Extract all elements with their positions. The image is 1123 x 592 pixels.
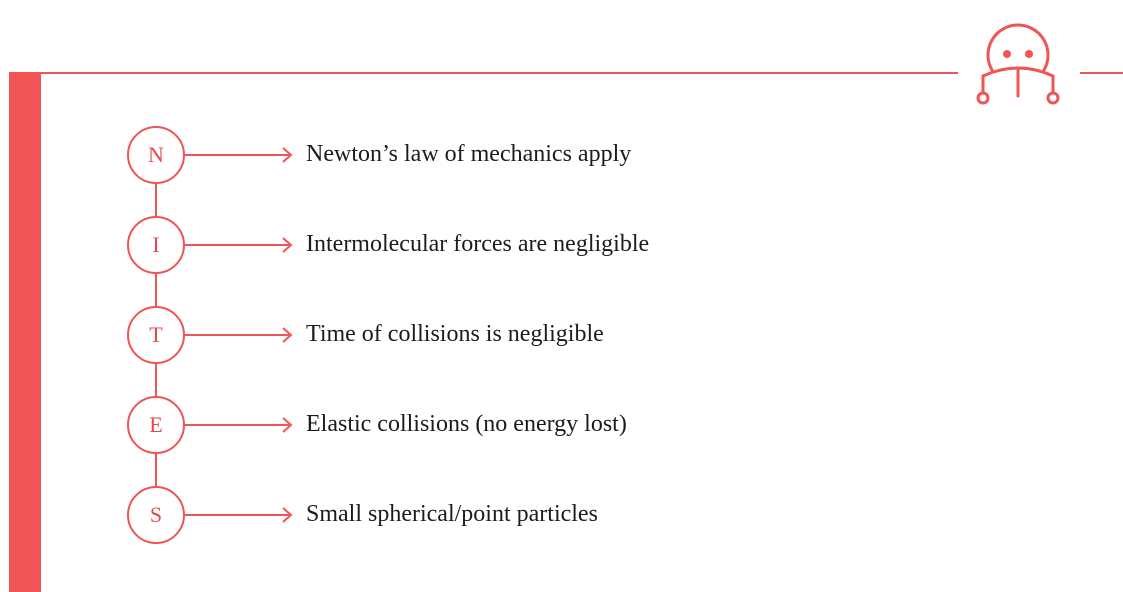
right-arrow-icon bbox=[185, 417, 293, 433]
right-arrow-icon bbox=[185, 327, 293, 343]
item-text: Newton’s law of mechanics apply bbox=[306, 141, 632, 167]
right-arrow-icon bbox=[185, 507, 293, 523]
letter-circle: T bbox=[127, 306, 185, 364]
letter-circle: I bbox=[127, 216, 185, 274]
person-reading-book-icon bbox=[976, 23, 1060, 105]
letter-circle: S bbox=[127, 486, 185, 544]
list-item: N Newton’s law of mechanics apply bbox=[127, 126, 827, 184]
item-text: Elastic collisions (no energy lost) bbox=[306, 411, 627, 437]
item-text: Small spherical/point particles bbox=[306, 501, 598, 527]
list-item: S Small spherical/point particles bbox=[127, 486, 827, 544]
right-arrow-icon bbox=[185, 237, 293, 253]
list-item: E Elastic collisions (no energy lost) bbox=[127, 396, 827, 454]
header-rule bbox=[9, 72, 958, 74]
letter-circle: N bbox=[127, 126, 185, 184]
left-accent-bar bbox=[9, 73, 41, 592]
item-text: Time of collisions is negligible bbox=[306, 321, 604, 347]
list-item: I Intermolecular forces are negligible bbox=[127, 216, 827, 274]
right-arrow-icon bbox=[185, 147, 293, 163]
letter-circle: E bbox=[127, 396, 185, 454]
item-text: Intermolecular forces are negligible bbox=[306, 231, 650, 257]
list-item: T Time of collisions is negligible bbox=[127, 306, 827, 364]
header-rule-end bbox=[1080, 72, 1123, 74]
